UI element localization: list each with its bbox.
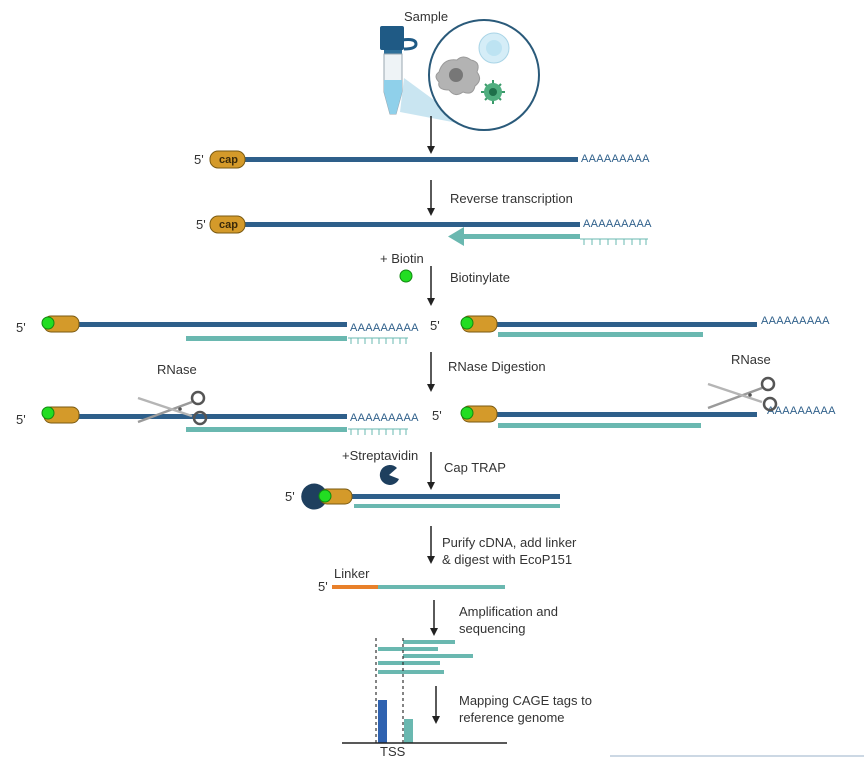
scissors-icon (136, 390, 208, 426)
five-prime-label: 5' (196, 217, 206, 232)
cap-label: cap (219, 219, 238, 231)
rna-strand (478, 412, 757, 417)
poly-a-tail: AAAAAAAAA (350, 322, 419, 334)
cdna-strand (462, 234, 580, 239)
step-label-rnase-digestion: RNase Digestion (448, 359, 546, 374)
poly-a-tail: AAAAAAAAA (583, 218, 652, 230)
step-label-reverse-transcription: Reverse transcription (450, 191, 573, 206)
linker-strand (332, 585, 378, 589)
poly-a-tail: AAAAAAAAA (350, 412, 419, 424)
poly-a-tail: AAAAAAAAA (761, 315, 830, 327)
step-label-map-line1: Mapping CAGE tags to (459, 693, 592, 708)
step-label-purify-line1: Purify cDNA, add linker (442, 535, 577, 550)
tss-label: TSS (380, 744, 406, 758)
rna-strand (340, 494, 560, 499)
sample-label: Sample (404, 9, 448, 24)
biotin-icon (41, 406, 55, 420)
five-prime-label: 5' (194, 152, 204, 167)
rna-strand (62, 414, 347, 419)
poly-t-tail (580, 238, 648, 245)
tss-peak-bar (378, 700, 387, 743)
plus-streptavidin-label: +Streptavidin (342, 448, 418, 463)
rnase-label: RNase (157, 362, 197, 377)
plus-biotin-label: + Biotin (380, 251, 424, 266)
sequence-read (378, 661, 440, 665)
cdna-strand (354, 504, 560, 508)
poly-t-tail (348, 428, 408, 435)
poly-a-tail: AAAAAAAAA (767, 405, 836, 417)
cap-label: cap (219, 154, 238, 166)
step-label-cap-trap: Cap TRAP (444, 460, 506, 475)
tss-peak-bar (404, 719, 413, 743)
cdna-strand (498, 332, 703, 337)
streptavidin-icon (301, 483, 326, 510)
biotin-icon (41, 316, 55, 330)
step-label-amp-line2: sequencing (459, 621, 526, 636)
cdna-strand (378, 585, 505, 589)
cdna-strand (186, 427, 347, 432)
five-prime-label: 5' (432, 408, 442, 423)
step-label-purify-line2: & digest with EcoP151 (442, 552, 572, 567)
step-label-biotinylate: Biotinylate (450, 270, 510, 285)
poly-t-tail (348, 337, 408, 344)
sequence-read (378, 647, 438, 651)
five-prime-label: 5' (16, 412, 26, 427)
biotin-icon (460, 406, 474, 420)
streptavidin-icon (379, 464, 399, 485)
five-prime-label: 5' (430, 318, 440, 333)
cdna-arrowhead (448, 227, 464, 246)
biotin-icon (399, 269, 413, 283)
five-prime-label: 5' (16, 320, 26, 335)
five-prime-label: 5' (285, 489, 295, 504)
step-label-amp-line1: Amplification and (459, 604, 558, 619)
scissors-icon (706, 376, 778, 412)
step-label-map-line2: reference genome (459, 710, 565, 725)
cdna-strand (498, 423, 701, 428)
sequencing-reads (378, 640, 473, 674)
cap-icon: cap (209, 215, 246, 234)
rnase-label: RNase (731, 352, 771, 367)
biotin-icon (318, 489, 332, 503)
sequence-read (403, 654, 473, 658)
cell-zoom-circle (428, 19, 540, 131)
rna-strand (228, 157, 578, 162)
linker-label: Linker (334, 566, 370, 581)
rna-strand (228, 222, 580, 227)
rna-strand (478, 322, 757, 327)
cap-icon: cap (209, 150, 246, 169)
poly-a-tail: AAAAAAAAA (581, 153, 650, 165)
cdna-strand (186, 336, 347, 341)
rna-strand (62, 322, 347, 327)
sample-tube-icon (380, 26, 418, 115)
sequence-read (378, 670, 444, 674)
biotin-icon (460, 316, 474, 330)
five-prime-label: 5' (318, 579, 328, 594)
sequence-read (403, 640, 455, 644)
